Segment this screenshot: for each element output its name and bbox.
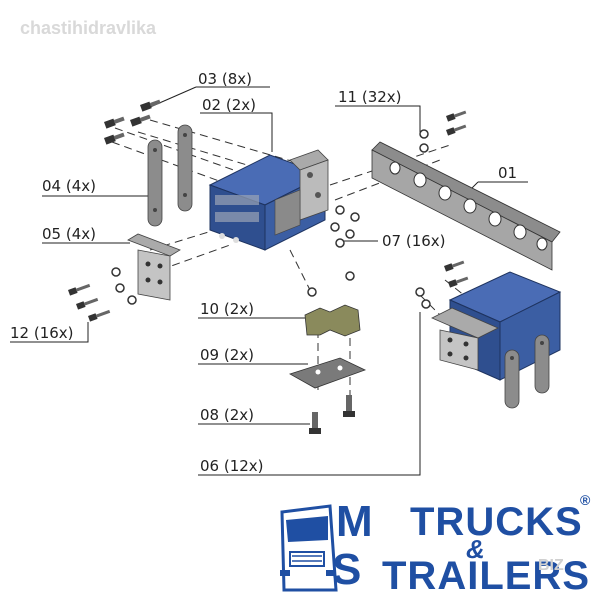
valve-block-06-lower <box>415 260 562 409</box>
callout-06: 06 (12x) <box>200 457 264 475</box>
washers-07 <box>330 205 360 248</box>
logo-registered-mark: ® <box>580 492 591 508</box>
logo-trucks: TRUCKS <box>410 500 583 544</box>
bracket-10 <box>304 271 361 337</box>
callout-01: 01 <box>498 164 517 182</box>
truck-logo-icon <box>280 504 338 592</box>
callout-05: 05 (4x) <box>42 225 96 243</box>
callout-10: 10 (2x) <box>200 300 254 318</box>
bolts-08 <box>309 395 355 434</box>
callout-11: 11 (32x) <box>338 88 402 106</box>
logo-letter-m: M <box>336 497 373 546</box>
strap-plate-04 <box>147 124 193 227</box>
callout-09: 09 (2x) <box>200 346 254 364</box>
angle-bracket-05 <box>127 233 181 301</box>
callout-04: 04 (4x) <box>42 177 96 195</box>
bolts-11 <box>419 110 467 153</box>
mounting-bar-01 <box>371 141 561 271</box>
callout-07: 07 (16x) <box>382 232 446 250</box>
leader-lines <box>10 86 528 476</box>
bolts-12 <box>68 267 137 322</box>
plate-09 <box>289 357 367 389</box>
logo-trailers: TRAILERS <box>382 554 590 598</box>
callout-02: 02 (2x) <box>202 96 256 114</box>
watermark-text: chastihidravlika <box>20 18 157 38</box>
bolts-03 <box>104 99 161 145</box>
logo-letter-s: S <box>332 545 362 594</box>
watermark-secondary: BIZ <box>538 557 564 574</box>
callout-03: 03 (8x) <box>198 70 252 88</box>
logo-ampersand: & <box>466 534 485 564</box>
valve-block-02-upper <box>208 149 329 251</box>
callout-12: 12 (16x) <box>10 324 74 342</box>
callout-08: 08 (2x) <box>200 406 254 424</box>
